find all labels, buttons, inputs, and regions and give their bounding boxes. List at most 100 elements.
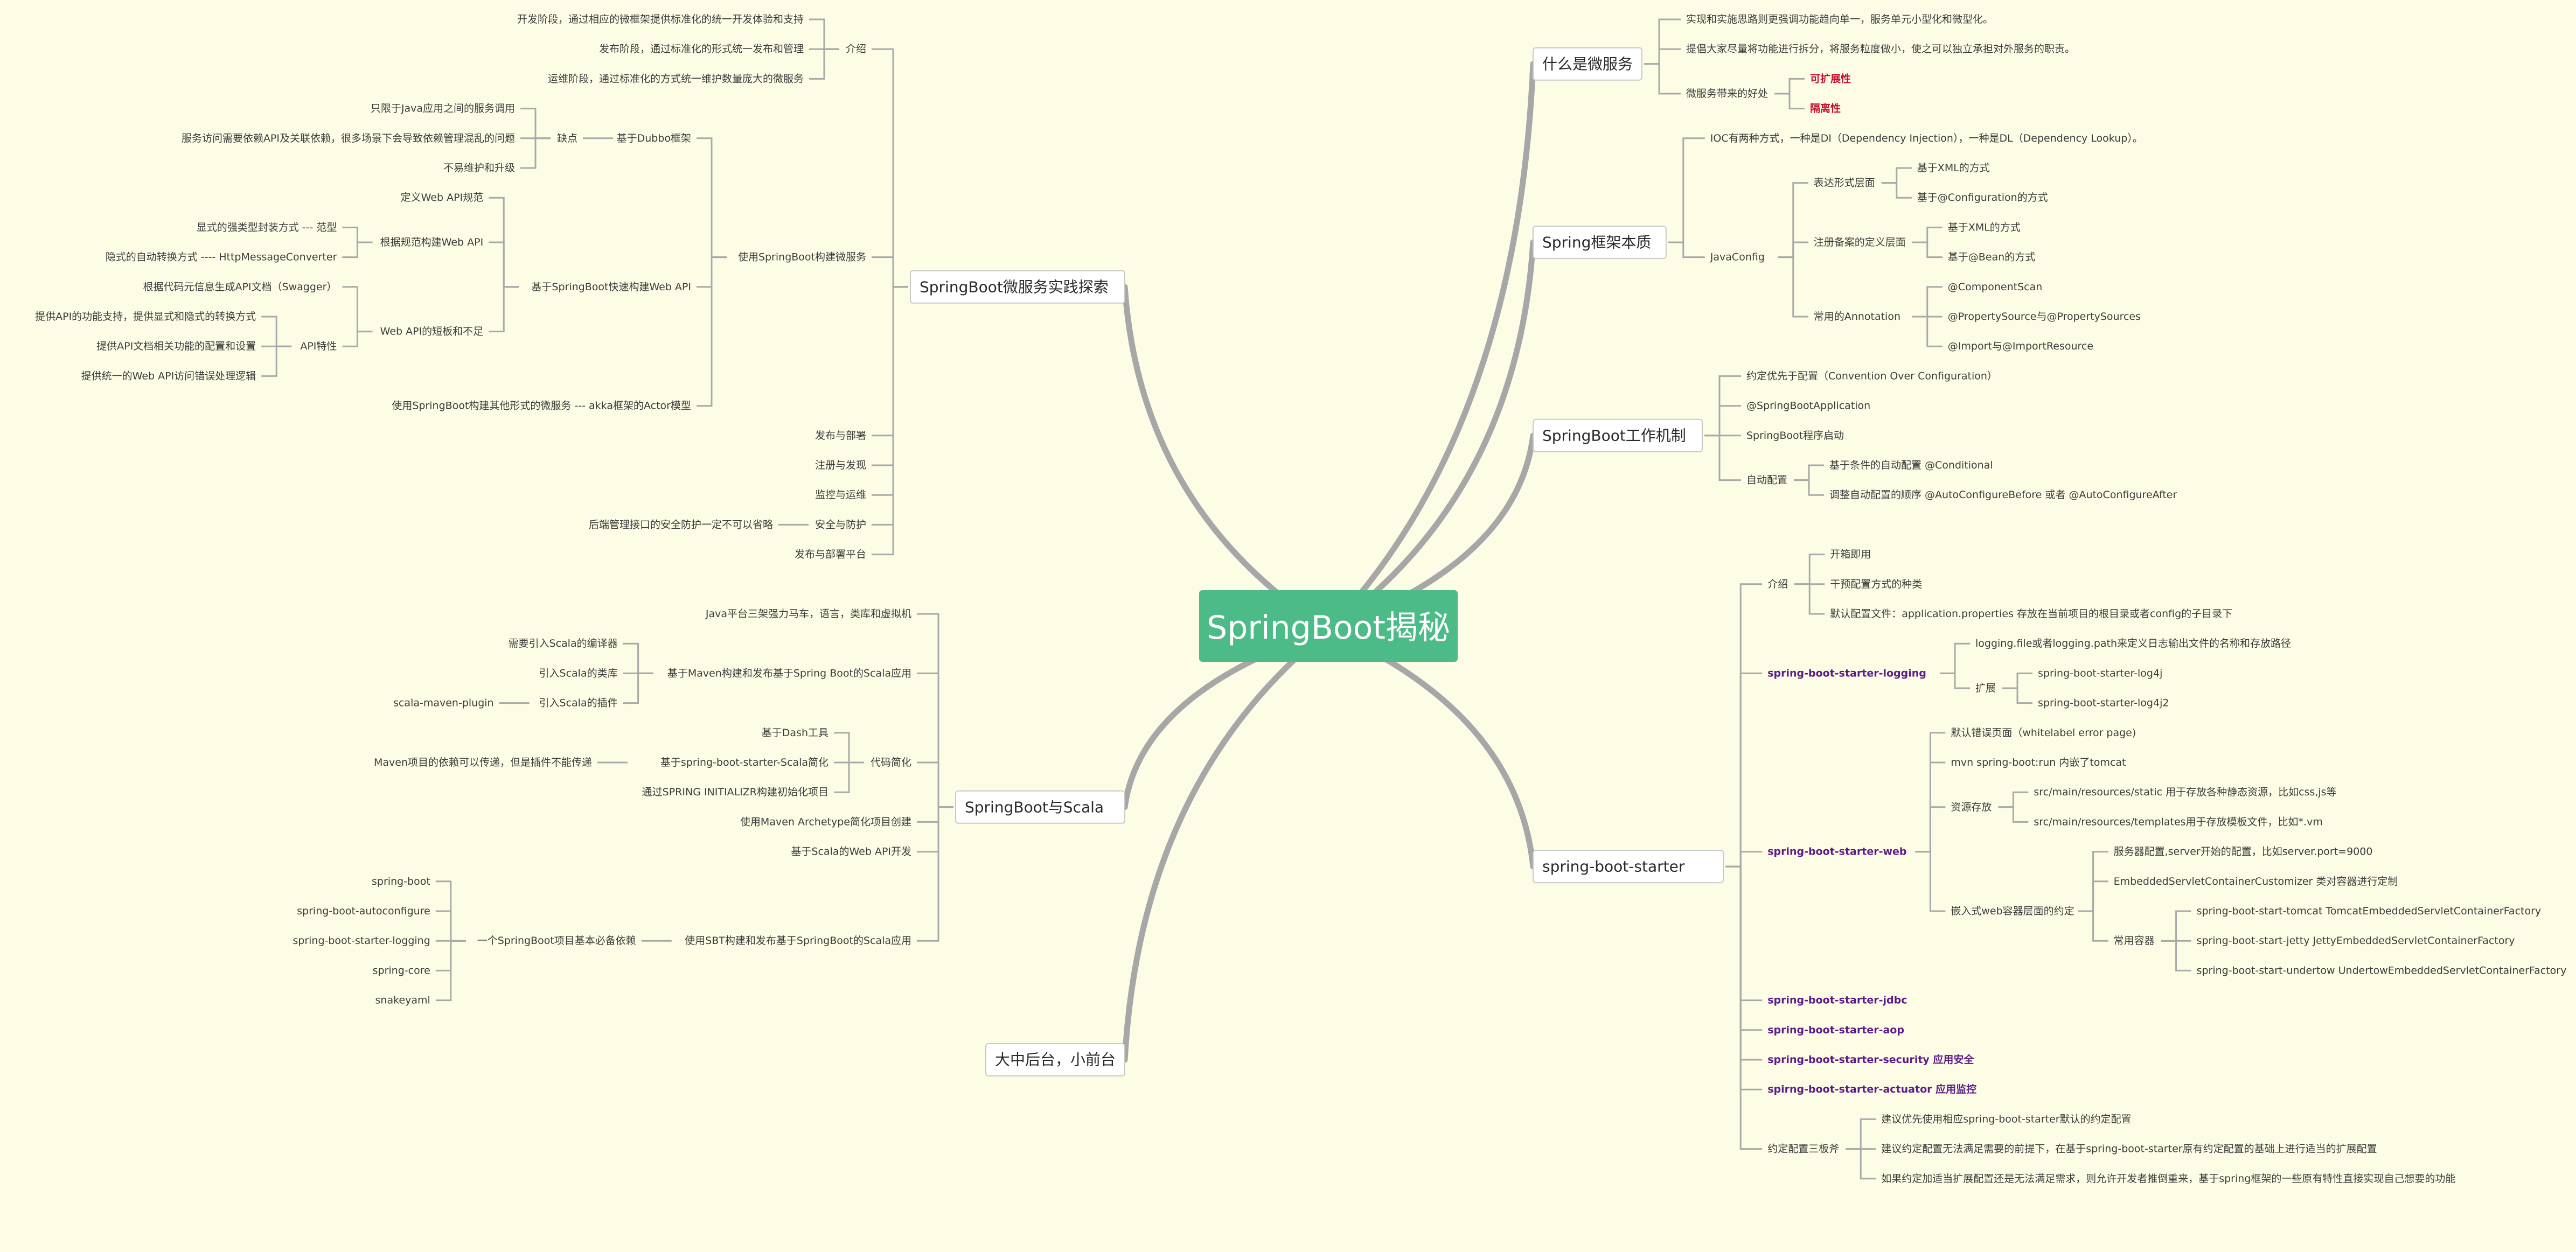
topic-node[interactable]: Maven项目的依赖可以传递，但是插件不能传递 [374, 757, 592, 768]
topic-node[interactable]: 使用SpringBoot构建其他形式的微服务 --- akka框架的Actor模… [392, 400, 691, 412]
topic-node[interactable]: 运维阶段，通过标准化的方式统一维护数量庞大的微服务 [548, 73, 804, 85]
topic-node[interactable]: 基于@Bean的方式 [1948, 251, 2035, 263]
topic-node[interactable]: @PropertySource与@PropertySources [1948, 311, 2141, 323]
topic-node[interactable]: 提供API的功能支持，提供显式和隐式的转换方式 [35, 311, 256, 323]
topic-node[interactable]: @Import与@ImportResource [1948, 340, 2093, 352]
topic-node[interactable]: 基于spring-boot-starter-Scala简化 [660, 757, 829, 768]
topic-node[interactable]: 嵌入式web容器层面的约定 [1951, 905, 2074, 917]
topic-node[interactable]: @ComponentScan [1948, 281, 2043, 293]
topic-node[interactable]: 开箱即用 [1830, 549, 1871, 561]
topic-node[interactable]: 基于XML的方式 [1948, 221, 2021, 233]
topic-node[interactable]: spring-boot-starter-aop [1767, 1024, 1904, 1036]
topic-node[interactable]: spring-boot-starter-jdbc [1767, 995, 1907, 1006]
topic-node[interactable]: spring-boot-autoconfigure [297, 905, 430, 917]
topic-node[interactable]: spring-boot-starter-logging [293, 935, 430, 947]
main-topic[interactable]: Spring框架本质 [1533, 226, 1667, 259]
topic-node[interactable]: 介绍 [846, 43, 866, 55]
topic-node[interactable]: logging.file或者logging.path来定义日志输出文件的名称和存… [1975, 638, 2291, 649]
topic-node[interactable]: spring-boot-starter-logging [1767, 667, 1926, 679]
topic-node[interactable]: 引入Scala的类库 [539, 667, 618, 679]
topic-node[interactable]: 基于Maven构建和发布基于Spring Boot的Scala应用 [667, 667, 911, 679]
topic-node[interactable]: EmbeddedServletContainerCustomizer 类对容器进… [2114, 876, 2398, 887]
topic-node[interactable]: 只限于Java应用之间的服务调用 [371, 103, 515, 115]
topic-node[interactable]: 实现和实施思路则更强调功能趋向单一，服务单元小型化和微型化。 [1686, 13, 1993, 25]
topic-node[interactable]: 基于XML的方式 [1917, 162, 1990, 174]
topic-node[interactable]: 资源存放 [1951, 801, 1992, 813]
topic-node[interactable]: 约定优先于配置（Convention Over Configuration） [1746, 370, 1997, 382]
topic-node[interactable]: spring-boot-starter-log4j2 [2038, 697, 2169, 709]
topic-node[interactable]: 隐式的自动转换方式 ---- HttpMessageConverter [106, 251, 337, 263]
topic-node[interactable]: 建议约定配置无法满足需要的前提下，在基于spring-boot-starter原… [1881, 1143, 2377, 1155]
topic-node[interactable]: 常用容器 [2114, 935, 2155, 947]
topic-node[interactable]: Web API的短板和不足 [380, 326, 484, 338]
topic-node[interactable]: spring-core [373, 964, 430, 976]
main-topic[interactable]: SpringBoot与Scala [955, 790, 1125, 824]
topic-node[interactable]: spirng-boot-starter-actuator 应用监控 [1767, 1083, 1976, 1095]
topic-node[interactable]: spring-boot-starter-web [1767, 846, 1906, 858]
topic-node[interactable]: 监控与运维 [815, 489, 866, 501]
topic-node[interactable]: 发布与部署 [815, 430, 866, 442]
topic-node[interactable]: 提供统一的Web API访问错误处理逻辑 [81, 370, 256, 382]
topic-node[interactable]: 介绍 [1767, 578, 1788, 590]
topic-node[interactable]: 默认配置文件：application.properties 存放在当前项目的根目… [1830, 608, 2232, 620]
topic-node[interactable]: src/main/resources/templates用于存放模板文件，比如*… [2034, 816, 2322, 828]
topic-node[interactable]: mvn spring-boot:run 内嵌了tomcat [1951, 757, 2126, 768]
topic-node[interactable]: 基于Scala的Web API开发 [791, 846, 911, 858]
topic-node[interactable]: 基于@Configuration的方式 [1917, 192, 2048, 204]
topic-node[interactable]: 干预配置方式的种类 [1830, 578, 1922, 590]
topic-node[interactable]: 隔离性 [1810, 102, 1841, 115]
topic-node[interactable]: 默认错误页面（whitelabel error page) [1951, 727, 2136, 739]
topic-node[interactable]: 建议优先使用相应spring-boot-starter默认的约定配置 [1881, 1113, 2131, 1125]
topic-node[interactable]: 使用SpringBoot构建微服务 [738, 251, 866, 263]
topic-node[interactable]: 定义Web API规范 [401, 192, 484, 204]
topic-node[interactable]: @SpringBootApplication [1746, 400, 1870, 412]
topic-node[interactable]: 安全与防护 [815, 519, 866, 530]
topic-node[interactable]: 可扩展性 [1810, 72, 1851, 85]
topic-node[interactable]: 扩展 [1975, 682, 1996, 694]
topic-node[interactable]: 调整自动配置的顺序 @AutoConfigureBefore 或者 @AutoC… [1829, 489, 2177, 501]
topic-node[interactable]: 常用的Annotation [1814, 311, 1900, 323]
topic-node[interactable]: 约定配置三板斧 [1767, 1143, 1839, 1155]
main-topic[interactable]: 大中后台，小前台 [985, 1043, 1125, 1076]
topic-node[interactable]: spring-boot-start-undertow UndertowEmbed… [2197, 964, 2567, 976]
topic-node[interactable]: scala-maven-plugin [393, 697, 494, 709]
topic-node[interactable]: 使用Maven Archetype简化项目创建 [740, 816, 911, 828]
topic-node[interactable]: 后端管理接口的安全防护一定不可以省略 [589, 519, 773, 530]
topic-node[interactable]: 缺点 [557, 132, 577, 144]
topic-node[interactable]: API特性 [300, 340, 337, 352]
topic-node[interactable]: 注册备案的定义层面 [1814, 236, 1906, 248]
topic-node[interactable]: 表达形式层面 [1814, 177, 1875, 189]
topic-node[interactable]: 基于Dash工具 [762, 727, 829, 739]
topic-node[interactable]: 注册与发现 [815, 459, 866, 471]
topic-node[interactable]: 提供API文档相关功能的配置和设置 [96, 340, 256, 352]
topic-node[interactable]: 微服务带来的好处 [1686, 88, 1768, 100]
topic-node[interactable]: 根据规范构建Web API [380, 236, 484, 248]
topic-node[interactable]: 服务访问需要依赖API及关联依赖，很多场景下会导致依赖管理混乱的问题 [182, 132, 515, 144]
topic-node[interactable]: 如果约定加适当扩展配置还是无法满足需求，则允许开发者推倒重来，基于spring框… [1881, 1173, 2455, 1185]
main-topic[interactable]: 什么是微服务 [1533, 47, 1642, 81]
topic-node[interactable]: IOC有两种方式，一种是DI（Dependency Injection），一种是… [1710, 132, 2143, 144]
topic-node[interactable]: 基于SpringBoot快速构建Web API [531, 281, 691, 293]
central-topic[interactable]: SpringBoot揭秘 [1199, 590, 1458, 662]
topic-node[interactable]: 服务器配置,server开始的配置，比如server.port=9000 [2114, 846, 2373, 858]
topic-node[interactable]: 自动配置 [1746, 474, 1787, 486]
topic-node[interactable]: 基于Dubbo框架 [617, 132, 691, 144]
topic-node[interactable]: spring-boot-starter-security 应用安全 [1767, 1053, 1974, 1066]
main-topic[interactable]: SpringBoot微服务实践探索 [910, 270, 1125, 304]
topic-node[interactable]: 发布与部署平台 [795, 549, 866, 561]
main-topic[interactable]: SpringBoot工作机制 [1533, 418, 1703, 452]
topic-node[interactable]: 代码简化 [871, 757, 911, 768]
topic-node[interactable]: JavaConfig [1710, 251, 1765, 263]
topic-node[interactable]: src/main/resources/static 用于存放各种静态资源，比如c… [2034, 786, 2336, 798]
topic-node[interactable]: 引入Scala的插件 [539, 697, 618, 709]
topic-node[interactable]: SpringBoot程序启动 [1746, 430, 1844, 442]
topic-node[interactable]: 显式的强类型封装方式 --- 范型 [197, 221, 337, 233]
topic-node[interactable]: spring-boot [372, 876, 430, 887]
topic-node[interactable]: 需要引入Scala的编译器 [509, 638, 618, 649]
topic-node[interactable]: 提倡大家尽量将功能进行拆分，将服务粒度做小，使之可以独立承担对外服务的职责。 [1686, 43, 2075, 55]
topic-node[interactable]: 一个SpringBoot项目基本必备依赖 [477, 935, 636, 947]
topic-node[interactable]: 发布阶段，通过标准化的形式统一发布和管理 [599, 43, 804, 55]
topic-node[interactable]: 基于条件的自动配置 @Conditional [1829, 459, 1993, 471]
topic-node[interactable]: spring-boot-starter-log4j [2038, 667, 2162, 679]
topic-node[interactable]: spring-boot-start-tomcat TomcatEmbeddedS… [2197, 905, 2542, 917]
